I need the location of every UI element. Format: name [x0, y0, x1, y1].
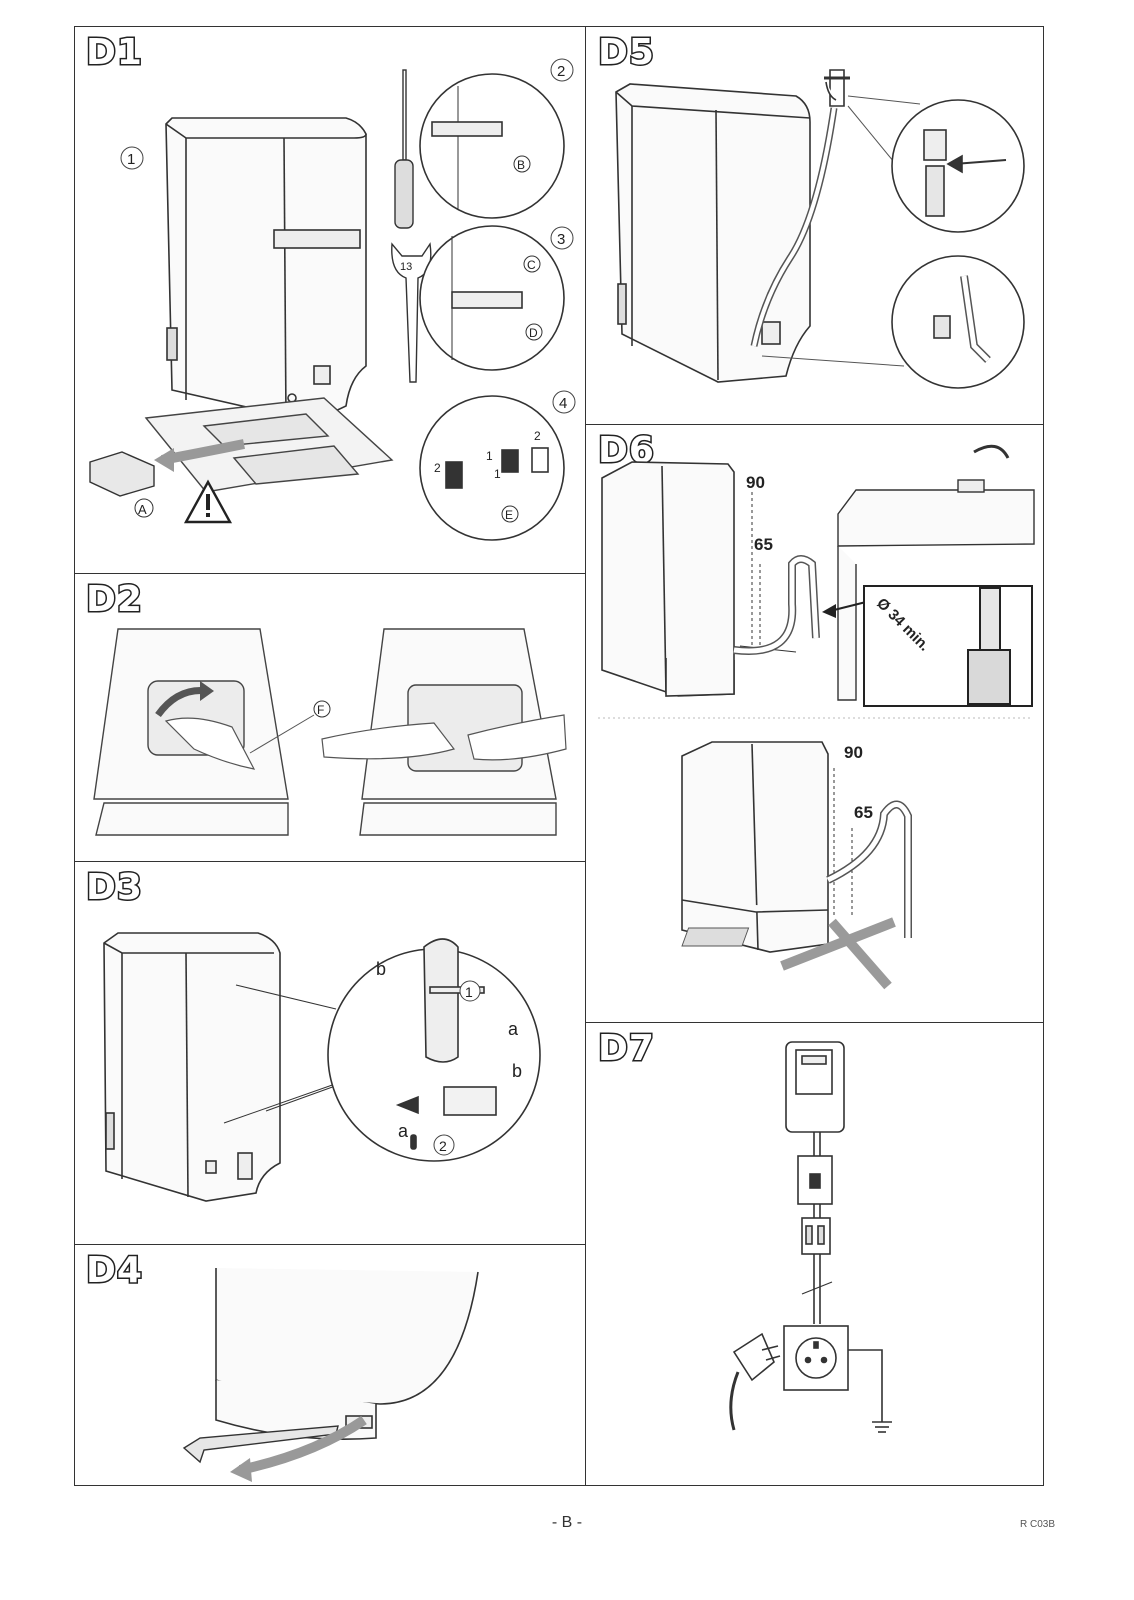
action-label-b1: b: [376, 959, 386, 979]
socket-icon: [783, 1325, 849, 1391]
warning-icon: [183, 479, 233, 524]
panel-title: D5: [597, 31, 656, 75]
label-f: F: [317, 703, 324, 717]
transport-base: [144, 397, 394, 493]
panel-title: D2: [85, 578, 144, 622]
d4-illustration: [182, 1268, 479, 1482]
meter-icon: [785, 1041, 845, 1133]
detail-circle-d3: [327, 938, 541, 1162]
diameter-detail-box: [863, 585, 1033, 707]
label-c: C: [527, 258, 536, 272]
panel-title: D1: [85, 31, 144, 75]
step-label-2: 2: [557, 63, 565, 80]
hands-right: [321, 714, 567, 761]
detail-circle-3: [419, 225, 565, 371]
panel-d6: D6 90 65 Ø 34 min.: [586, 424, 1044, 1022]
panel-d2: D2 F: [74, 573, 586, 861]
washing-machine: [165, 117, 367, 423]
panel-title: D7: [597, 1027, 656, 1071]
breaker: [797, 1155, 833, 1205]
panel-d4: D4: [74, 1244, 586, 1486]
d1-illustration: A 1 13 2 B: [89, 58, 576, 541]
detail-circle-2: [419, 73, 565, 219]
plug-icon: [729, 1332, 781, 1431]
d3-illustration: b 1 a b a 2: [103, 932, 541, 1202]
panel-d1: D1 A: [74, 26, 586, 573]
detail-circle-faucet: [891, 99, 1025, 233]
detail-circle-connection: [891, 255, 1025, 389]
prohibited-cross: [780, 917, 896, 990]
height-90-top: 90: [746, 473, 765, 492]
document-code: R C03B: [1020, 1519, 1056, 1530]
bracket-num-2: 1: [486, 449, 493, 463]
step-label-4: 4: [559, 395, 567, 412]
d5-illustration: [615, 69, 1025, 389]
bracket-num-1: 2: [434, 461, 441, 475]
sink: [837, 444, 1035, 701]
step-label-1: 1: [127, 151, 135, 168]
panel-title: D3: [85, 866, 144, 910]
label-d: D: [529, 326, 538, 340]
washing-machine-side: [615, 83, 811, 383]
action-label-a2: a: [398, 1121, 409, 1141]
wrench-icon: [391, 242, 432, 383]
panel-d3: D3 b 1 a b a 2: [74, 861, 586, 1244]
faucet-icon: [824, 69, 850, 107]
washing-machine-top-scene: [601, 461, 735, 697]
divider-d2-d3: [74, 861, 586, 862]
d7-illustration: [729, 1041, 892, 1433]
screwdriver-icon: [394, 69, 414, 229]
height-90-bottom: 90: [844, 743, 863, 762]
fuse-switch: [801, 1217, 831, 1255]
step-label-1: 1: [465, 984, 473, 1000]
hands-left: [164, 717, 256, 770]
wrench-size: 13: [400, 261, 412, 273]
instruction-sheet-frame: [74, 26, 1044, 1486]
divider-d5-d6: [586, 424, 1044, 425]
step-label-2: 2: [439, 1138, 447, 1154]
drain-hose-top: [733, 555, 820, 655]
action-label-b2: b: [512, 1061, 522, 1081]
panel-title: D4: [85, 1249, 144, 1293]
column-divider: [74, 26, 586, 1486]
machine-base-corner: [215, 1268, 479, 1440]
label-e: E: [505, 508, 513, 522]
d6-illustration: 90 65 Ø 34 min. 90: [598, 444, 1035, 990]
label-b: B: [517, 158, 525, 172]
ground-icon: [872, 1421, 892, 1433]
panel-d7: D7: [586, 1022, 1044, 1486]
d2-illustration: F: [93, 628, 567, 836]
height-65-top: 65: [754, 535, 773, 554]
part-a-block: [89, 451, 155, 497]
washing-machine-bottom-scene: [681, 741, 829, 953]
divider-d1-d2: [74, 573, 586, 574]
bracket-num-4: 2: [534, 429, 541, 443]
arrow-icon: [238, 1415, 367, 1475]
panel-d5: D5: [586, 26, 1044, 424]
page-number: - B -: [551, 1514, 583, 1531]
step-label-3: 3: [557, 231, 565, 248]
detail-circle-4: [419, 395, 565, 541]
washing-machine-back: [103, 932, 281, 1202]
label-a: A: [138, 502, 147, 517]
bracket-num-3: 1: [494, 467, 501, 481]
divider-d6-d7: [586, 1022, 1044, 1023]
height-65-bottom: 65: [854, 803, 873, 822]
action-label-a1: a: [508, 1019, 519, 1039]
divider-d3-d4: [74, 1244, 586, 1245]
